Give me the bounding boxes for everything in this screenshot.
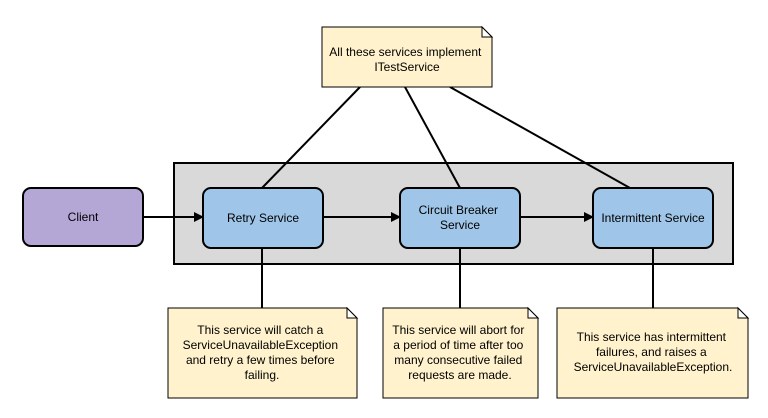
retry-note: This service will catch a ServiceUnavail… [167,306,359,399]
circuit-breaker-note-line: a period of time after too [393,338,523,352]
intermittent-note-line: ServiceUnavailableException. [574,360,733,374]
retry-note-line: failing. [245,368,280,382]
retry-note-line: ServiceUnavailableException [183,338,338,352]
svg-text:Intermittent Service: Intermittent Service [601,211,705,225]
svg-text:Retry Service: Retry Service [227,211,299,225]
retry-note-line: This service will catch a [197,323,323,337]
svg-text:All these services implement: All these services implement ITestServic… [329,45,484,74]
circuit-breaker-note-line: many consecutive failed [394,353,522,367]
svg-text:Circuit Breaker Service: Circuit Breaker Service [419,203,502,232]
retry-service-node: Retry Service [202,187,324,249]
retry-service-label: Retry Service [227,211,299,225]
intermittent-service-node: Intermittent Service [592,187,714,249]
circuit-breaker-service-node: Circuit Breaker Service [399,187,521,249]
connector-top-note-circuit-breaker [404,86,461,189]
top-note-line: All these services implement [329,45,482,59]
client-label: Client [68,210,99,224]
top-note: All these services implement ITestServic… [321,25,494,88]
circuit-breaker-note-line: requests are made. [408,368,511,382]
connector-top-note-retry [261,86,361,189]
client-node: Client [22,187,144,247]
retry-note-line: and retry a few times before [186,353,335,367]
circuit-breaker-note: This service will abort for a period of … [382,306,540,399]
svg-text:This service will catch a: This service will catch a ServiceUnavail… [183,323,342,382]
circuit-breaker-service-label: Service [440,218,480,232]
intermittent-note: This service has intermittent failures, … [556,306,750,399]
connector-top-note-intermittent [449,86,631,189]
svg-text:This service has intermittent: This service has intermittent failures, … [574,330,733,374]
circuit-breaker-note-line: This service will abort for [392,323,524,337]
top-note-line: ITestService [374,60,440,74]
intermittent-note-line: failures, and raises a [596,345,707,359]
intermittent-note-line: This service has intermittent [577,330,727,344]
circuit-breaker-service-label: Circuit Breaker [419,203,498,217]
intermittent-service-label: Intermittent Service [601,211,705,225]
svg-text:This service will abort for: This service will abort for a period of … [392,323,527,382]
